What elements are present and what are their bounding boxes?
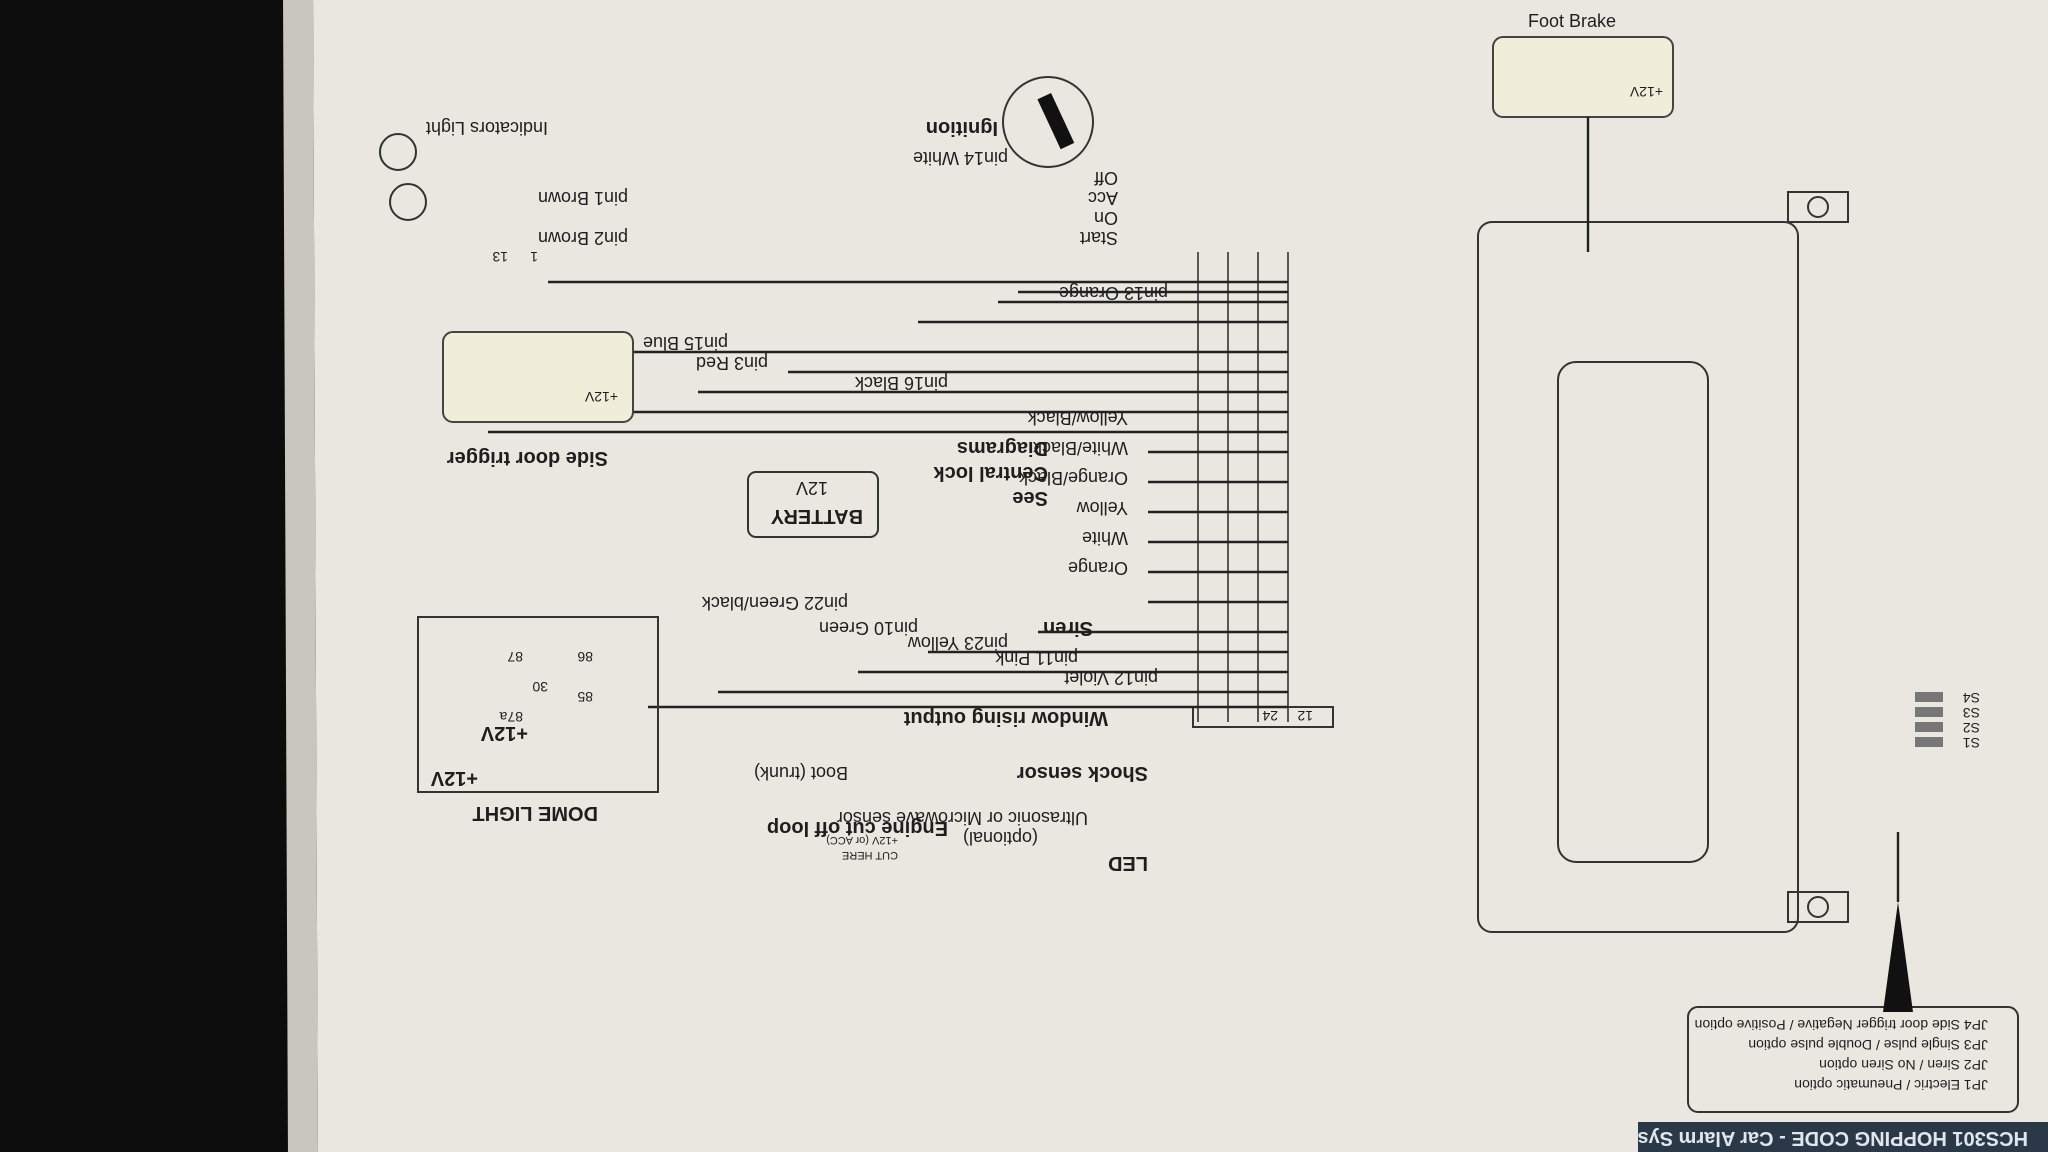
foot-brake-voltage: +12V	[1629, 84, 1663, 100]
ultrasonic-optional: (optional)	[963, 828, 1038, 848]
wire-harness	[488, 252, 1289, 722]
wire-pin1-label: pin1 Brown	[538, 188, 628, 208]
relay-30: 30	[532, 679, 548, 695]
relay-85: 85	[577, 689, 593, 705]
wire-orange-label: Orange	[1068, 558, 1128, 578]
window-output-label: Window rising output	[903, 707, 1108, 729]
ignition-start: Start	[1080, 228, 1118, 248]
central-lock-see: See	[1012, 487, 1048, 509]
paper-sheet	[313, 0, 2048, 1152]
wire-pin14-label: pin14 White	[913, 148, 1008, 168]
mount-hole	[1807, 196, 1829, 218]
relay-87a: 87a	[499, 709, 523, 725]
header-title: HCS301 HOPPING CODE - Car Alarm Sys	[1638, 1127, 2029, 1149]
wire-pin22-label: pin22 Green/black	[701, 593, 848, 613]
ignition-label: Ignition	[926, 117, 998, 139]
relay: 85 86 30 87 87a	[499, 649, 593, 725]
jumper-jp2: JP2 Siren / No Siren option	[1819, 1057, 1988, 1073]
paper-edge	[283, 0, 318, 1152]
jumper-jp1: JP1 Electric / Pneumatic option	[1794, 1077, 1988, 1093]
cut-here-label: CUT HERE	[842, 849, 898, 861]
dome-light-box	[417, 616, 659, 793]
wire-pin12-label: pin12 Violet	[1064, 668, 1158, 688]
ignition-off: Off	[1093, 168, 1118, 188]
wire-yellow-black-label: Yellow/Black	[1027, 408, 1128, 428]
led-label: LED	[1108, 852, 1148, 874]
mount-tab-top	[1787, 891, 1849, 923]
wire-pin13-label: pin13 Orange	[1059, 283, 1168, 303]
wire-pin23-label: pin23 Yellow	[907, 633, 1008, 653]
mount-hole	[1807, 896, 1829, 918]
pin-12-label: 12	[1297, 708, 1313, 724]
side-door-trigger-label: Side door trigger	[447, 447, 608, 469]
switch-label: S4	[1963, 690, 1980, 706]
pin-24-label: 24	[1262, 708, 1278, 724]
jumper-options-box	[1687, 1006, 2019, 1113]
indicator-lamp-icon	[389, 183, 427, 221]
side-door-trigger-box	[442, 331, 634, 423]
antenna-icon	[1883, 902, 1913, 1012]
boot-label: Boot (trunk)	[754, 763, 848, 783]
switch-label: S2	[1963, 720, 1980, 736]
switch-label: S1	[1963, 735, 1980, 751]
indicator-lamp-icon	[379, 133, 417, 171]
side-door-voltage: +12V	[584, 389, 618, 405]
header-band	[1638, 1122, 2048, 1152]
pin-1-label: 1	[530, 249, 538, 265]
battery-label: BATTERY	[770, 505, 863, 527]
dome-voltage-1: +12V	[480, 722, 528, 744]
wire-pin15-label: pin15 Blue	[643, 333, 728, 353]
battery-voltage: 12V	[796, 478, 828, 498]
foot-brake-label: Foot Brake	[1528, 11, 1616, 31]
wire-white-label: White	[1082, 528, 1128, 548]
wire-labels: pin13 Orange pin14 White pin1 Brown pin2…	[538, 148, 1168, 688]
jumper-jp3: JP3 Single pulse / Double pulse option	[1748, 1037, 1988, 1053]
mount-tab-bottom	[1787, 191, 1849, 223]
wire-white-black-label: White/Black	[1032, 438, 1128, 458]
wire-pin3-label: pin3 Red	[696, 353, 768, 373]
battery	[747, 471, 879, 538]
ignition-on: On	[1094, 208, 1118, 228]
engine-cut-label: Engine cut off loop	[767, 817, 948, 839]
wire-orange-black-label: Orange/Black	[1018, 468, 1128, 488]
wire-pin2-label: pin2 Brown	[538, 228, 628, 248]
ultrasonic-label: Ultrasonic or Microwave sensor	[837, 808, 1088, 828]
dome-light-label: DOME LIGHT	[472, 802, 598, 824]
foot-brake-box	[1492, 36, 1674, 118]
dome-voltage-2: +12V	[430, 767, 478, 789]
pin-13-label: 13	[492, 249, 508, 265]
ignition-key-icon	[1037, 93, 1075, 150]
central-lock-diagrams: Diagrams	[957, 437, 1048, 459]
wire-pin10-label: pin10 Green	[819, 618, 918, 638]
central-lock-name: Central lock	[933, 462, 1048, 484]
dip-switches: S1 S2 S3 S4	[1915, 690, 1980, 751]
wire-pin11-label: pin11 Pink	[994, 648, 1078, 668]
shock-sensor-label: Shock sensor	[1017, 762, 1148, 784]
indicators-label: Indicators Light	[426, 118, 548, 138]
siren-label: Siren	[1043, 617, 1093, 639]
ignition-acc: Acc	[1088, 188, 1118, 208]
jumper-jp4: JP4 Side door trigger Negative / Positiv…	[1695, 1017, 1988, 1033]
ignition-switch	[1002, 76, 1094, 168]
remote-window	[1557, 361, 1709, 863]
relay-86: 86	[577, 649, 593, 665]
relay-87: 87	[507, 649, 523, 665]
wire-yellow-label: Yellow	[1076, 498, 1128, 518]
cut-voltage-label: +12V (or ACC)	[826, 834, 898, 846]
alarm-control-unit	[1477, 221, 1799, 933]
switch-label: S3	[1963, 705, 1980, 721]
wire-pin16-label: pin16 Black	[854, 373, 948, 393]
